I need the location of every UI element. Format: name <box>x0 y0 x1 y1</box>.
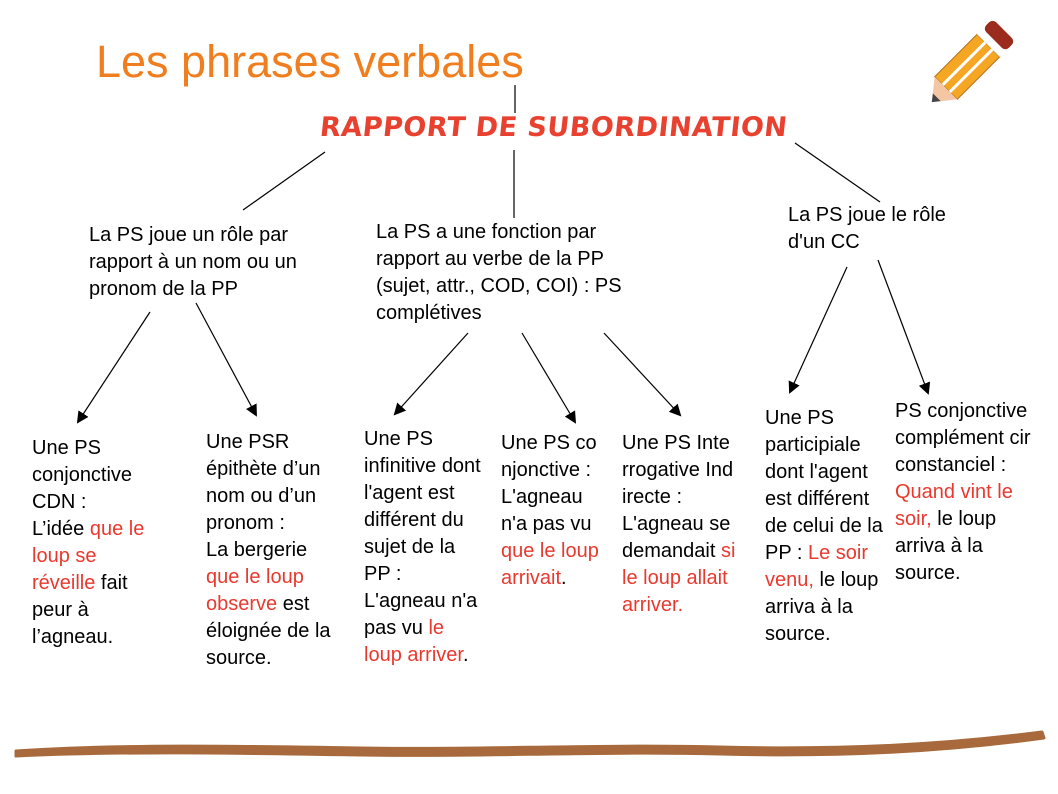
leaf-infinitive: Une PS infinitive dont l'agent est diffé… <box>364 426 486 669</box>
leaf-example-highlight: que le loup se réveille <box>32 518 145 594</box>
leaf-interrogative-indirecte: Une PS Interrogative Indirecte : L'agnea… <box>622 430 736 619</box>
leaf-example-before: L'agneau n'a pas vu <box>364 590 478 639</box>
branch-text: La PS a une fonction par rapport au verb… <box>376 221 622 324</box>
branch-noun-role: La PS joue un rôle par rapport à un nom … <box>89 222 329 303</box>
arrow-to-leaf-1 <box>76 311 151 424</box>
leaf-example-after: est éloignée de la source. <box>206 593 331 669</box>
leaf-participiale: Une PS participiale dont l'agent est dif… <box>765 405 885 648</box>
arrow-to-leaf-7 <box>877 259 931 395</box>
leaf-example-after: . <box>462 644 469 666</box>
branch-text: La PS joue le rôle d'un CC <box>788 204 946 253</box>
leaf-example-highlight: que le loup observe <box>206 566 304 615</box>
leaf-example-highlight: que le loup arrivait <box>501 540 599 589</box>
arrow-to-leaf-3 <box>393 332 469 416</box>
connector-heading-branch-3 <box>794 142 881 203</box>
leaf-example-before: L’idée <box>32 518 90 540</box>
leaf-label: Une PS conjonctive CDN : <box>32 437 133 513</box>
leaf-label: Une PS participiale dont l'agent est dif… <box>765 407 883 564</box>
arrow-to-leaf-6 <box>788 266 848 394</box>
leaf-psr-epithete: Une PSR épithète d’un nom ou d’un pronom… <box>206 429 336 672</box>
leaf-example-highlight: si le loup allait arriver. <box>622 540 736 616</box>
leaf-example-highlight: Quand vint le soir, <box>895 481 1013 530</box>
pencil-icon <box>931 20 1014 103</box>
leaf-example-highlight: le loup arriver <box>364 617 463 666</box>
connector-heading-branch-1 <box>242 151 326 211</box>
leaf-example-before: L'agneau se demandait <box>622 513 731 562</box>
leaf-example-after: le loup arriva à la source. <box>765 569 879 645</box>
branch-cc-role: La PS joue le rôle d'un CC <box>788 202 988 256</box>
leaf-example-highlight: Le soir venu, <box>765 542 869 591</box>
arrow-to-leaf-2 <box>195 302 257 417</box>
arrow-to-leaf-5 <box>603 332 682 417</box>
leaf-example-after: le loup arriva à la source. <box>895 508 997 584</box>
branch-verb-function: La PS a une fonction par rapport au verb… <box>376 219 651 327</box>
leaf-conjonctive: Une PS conjonctive : L'agneau n'a pas vu… <box>501 430 605 592</box>
leaf-conjonctive-cc: PS conjonctive complément circonstanciel… <box>895 398 1035 587</box>
leaf-conjonctive-cdn: Une PS conjonctive CDN : L’idée que le l… <box>32 435 157 651</box>
branch-text: La PS joue un rôle par rapport à un nom … <box>89 224 297 300</box>
leaf-example-before: L'agneau n'a pas vu <box>501 486 592 535</box>
leaf-label: PS conjonctive complément circonstanciel… <box>895 400 1031 476</box>
leaf-label: Une PS conjonctive : <box>501 432 597 481</box>
leaf-label: Une PSR épithète d’un nom ou d’un pronom… <box>206 431 321 534</box>
leaf-example-before: La bergerie <box>206 539 308 561</box>
leaf-example-after: . <box>561 567 567 589</box>
arrow-to-leaf-4 <box>521 332 577 424</box>
ground-brush-stroke <box>14 730 1046 758</box>
leaf-label: Une PS Interrogative Indirecte : <box>622 432 734 508</box>
page-title: Les phrases verbales <box>96 36 524 87</box>
leaf-example-after: fait peur à l’agneau. <box>32 572 128 648</box>
leaf-label: Une PS infinitive dont l'agent est diffé… <box>364 428 481 585</box>
